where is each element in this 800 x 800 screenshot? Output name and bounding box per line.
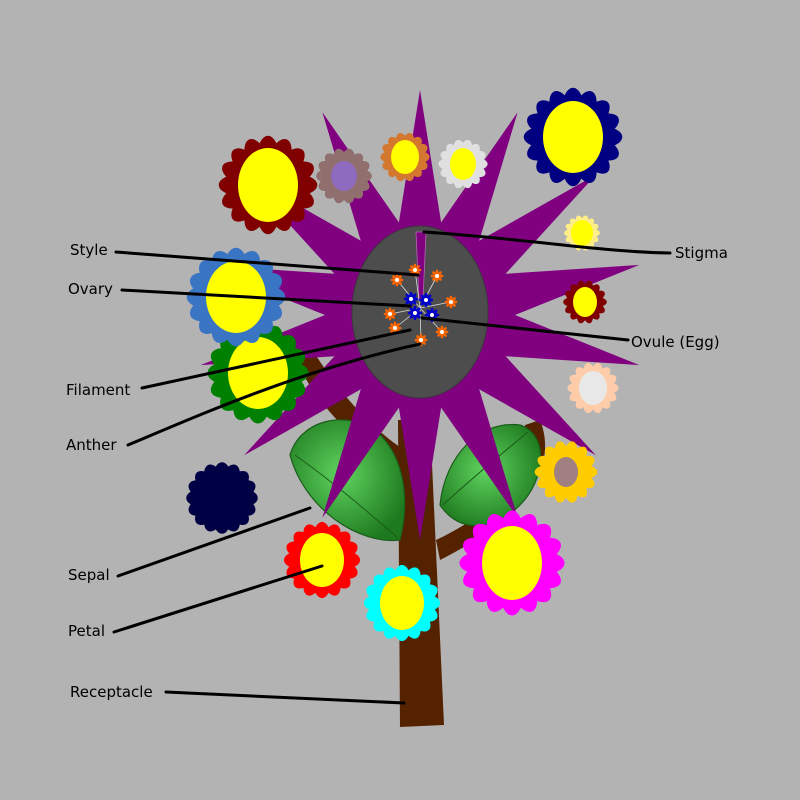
label-petal: Petal — [68, 622, 105, 640]
anther — [444, 295, 458, 309]
label-filament: Filament — [66, 381, 131, 399]
leader-lines — [112, 230, 672, 705]
small-flowers — [186, 87, 623, 642]
ovule — [407, 305, 423, 321]
leader-sepal — [116, 506, 312, 578]
flower-center — [450, 148, 476, 180]
small-flower — [186, 247, 286, 347]
flower-center — [228, 337, 288, 409]
leader-petal — [112, 564, 324, 634]
anther — [435, 325, 449, 339]
small-flower — [283, 521, 361, 599]
flower-center — [238, 148, 298, 222]
small-flower — [363, 564, 441, 642]
small-flower — [380, 132, 430, 182]
ovule — [418, 292, 434, 308]
leader-filament — [140, 328, 412, 390]
flower-center — [208, 482, 236, 514]
label-ovule: Ovule (Egg) — [631, 333, 720, 351]
label-style: Style — [70, 241, 108, 259]
small-flower — [534, 441, 598, 503]
label-stigma: Stigma — [675, 244, 728, 262]
label-sepal: Sepal — [68, 566, 110, 584]
flower-center — [482, 526, 542, 600]
flower-center — [571, 220, 593, 246]
small-flower — [459, 510, 565, 616]
leader-stigma — [422, 230, 672, 255]
leader-style — [114, 250, 420, 277]
flower-center — [579, 371, 607, 405]
flower-center — [380, 576, 424, 630]
small-flower — [563, 280, 607, 324]
small-flower — [567, 362, 619, 414]
anther — [390, 273, 404, 287]
small-flower — [218, 135, 318, 235]
flower-center — [331, 161, 357, 191]
label-anther: Anther — [66, 436, 117, 454]
anther — [430, 269, 444, 283]
flower-center — [543, 101, 603, 173]
small-flower — [523, 87, 623, 187]
label-receptacle: Receptacle — [70, 683, 153, 701]
stem — [398, 420, 444, 727]
flower-center — [391, 140, 419, 174]
small-flower — [186, 462, 258, 534]
label-ovary: Ovary — [68, 280, 113, 298]
ovule — [403, 291, 419, 307]
leader-ovule — [420, 316, 630, 342]
small-flower — [207, 322, 309, 424]
flower-center — [554, 457, 578, 487]
small-flower — [316, 148, 372, 204]
leader-receptacle — [164, 690, 406, 705]
flower-center — [573, 287, 597, 317]
anther — [383, 307, 397, 321]
small-flower — [438, 139, 488, 189]
flower-center — [300, 533, 344, 587]
leader-anther — [126, 342, 422, 447]
leader-ovary — [120, 288, 412, 308]
